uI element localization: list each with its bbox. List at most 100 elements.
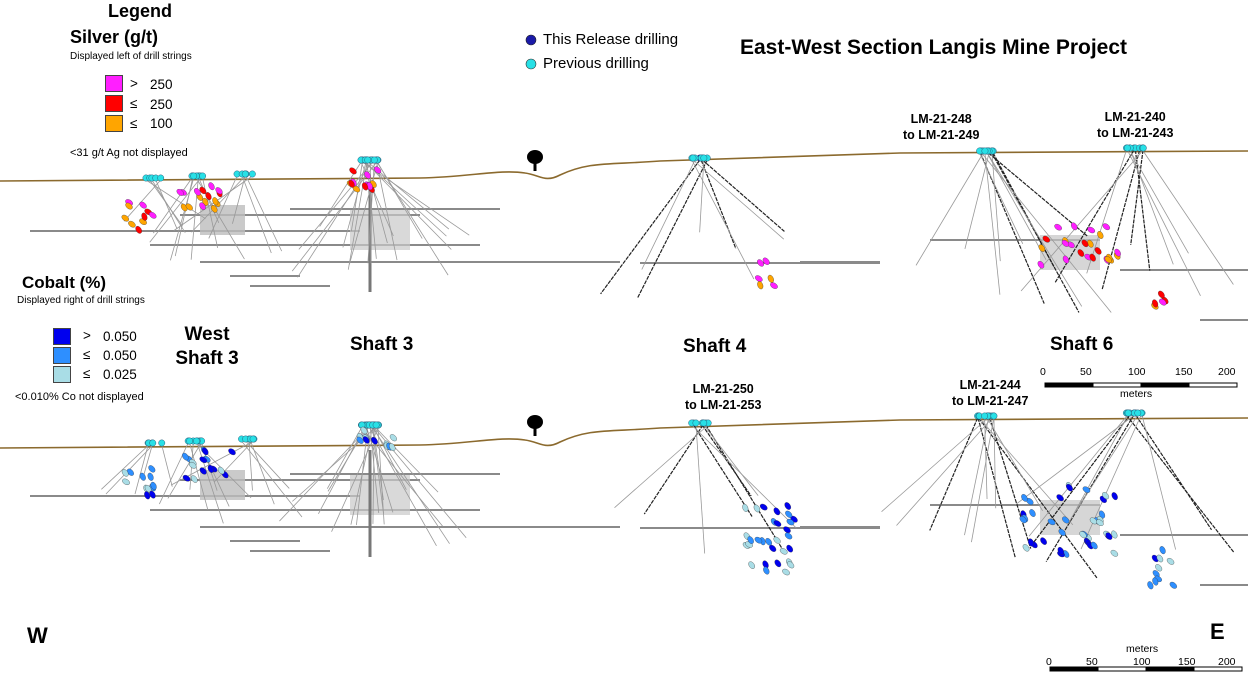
hole-label-lm-21-250: LM-21-250 to LM-21-253	[685, 381, 761, 413]
cobalt-assay-3-14	[786, 518, 795, 526]
cobalt-assay-4-38	[1029, 509, 1036, 517]
silver-assay-3-5	[762, 257, 770, 265]
upper-drill-trace-0-4	[123, 179, 162, 222]
silver-assay-4-2	[1077, 249, 1085, 257]
scale-upper-tick-50: 50	[1080, 366, 1092, 378]
topography-lower	[0, 417, 1248, 449]
tree-lower-crown	[527, 415, 543, 429]
upper-drill-trace-3-11	[298, 161, 373, 250]
cobalt-level-low-value: 0.025	[103, 367, 137, 382]
silver-swatch-mid	[105, 95, 123, 112]
cobalt-assay-4-6	[1056, 494, 1064, 502]
cobalt-assay-0-6	[148, 465, 156, 473]
silver-assay-0-3	[125, 202, 133, 210]
scale-bar-lower: meters 0 50 100 150 200	[1046, 643, 1246, 673]
cobalt-assay-0-2	[139, 472, 146, 481]
upper-drill-trace-5-7	[964, 152, 990, 249]
cobalt-assay-3-26	[747, 536, 754, 544]
upper-drill-trace-3-10	[362, 161, 470, 236]
upper-drill-trace-6-2	[1134, 149, 1151, 271]
upper-drill-trace-4-0	[600, 159, 701, 295]
upper-collar-1-3	[199, 172, 207, 180]
cobalt-assay-3-7	[784, 502, 791, 510]
cobalt-assay-3-12	[773, 507, 781, 516]
upper-drill-trace-3-9	[350, 161, 363, 232]
lower-drill-trace-0-0	[134, 444, 149, 495]
lower-drill-trace-5-3	[978, 417, 1098, 579]
upper-drill-trace-1-6	[152, 177, 193, 234]
scale-lower-tick-50: 50	[1086, 656, 1098, 668]
upper-drill-trace-4-7	[692, 159, 785, 240]
lower-drill-trace-5-0	[977, 417, 1016, 559]
hole-label-240-line1: LM-21-240	[1104, 110, 1166, 124]
upper-drill-trace-4-6	[699, 159, 705, 233]
lower-drill-trace-6-5	[1080, 414, 1142, 550]
silver-assay-3-3	[757, 281, 764, 290]
cobalt-assay-0-3	[147, 472, 154, 481]
cobalt-assay-3-22	[774, 559, 782, 568]
cobalt-assay-3-21	[753, 504, 761, 513]
hole-label-240-line2: to LM-21-243	[1097, 126, 1174, 140]
cobalt-assay-4-28	[1089, 517, 1098, 525]
upper-drill-trace-4-2	[637, 159, 708, 299]
scale-bar-upper: 0 50 100 150 200 meters	[1040, 366, 1240, 400]
scale-upper-tick-150: 150	[1175, 366, 1193, 378]
upper-collar-6-9	[1139, 144, 1147, 152]
cobalt-assay-0-11	[149, 490, 156, 499]
lower-drill-trace-3-11	[366, 426, 394, 513]
upper-drill-trace-1-7	[169, 177, 195, 261]
silver-assay-5-3	[1158, 290, 1165, 299]
lower-drill-trace-5-2	[989, 417, 1032, 549]
cobalt-swatch-mid	[53, 347, 71, 364]
lower-drill-trace-3-9	[279, 426, 370, 522]
silver-assay-1-10	[208, 182, 215, 191]
cobalt-assay-4-30	[1066, 483, 1073, 492]
lower-drill-trace-2-4	[250, 440, 275, 505]
lower-drill-trace-5-10	[993, 417, 997, 509]
cobalt-assay-4-24	[1021, 494, 1028, 502]
silver-assay-1-9	[212, 197, 219, 206]
lower-drill-trace-2-3	[245, 440, 290, 489]
lower-collar-5-10	[990, 412, 998, 420]
cobalt-assay-5-3	[1155, 564, 1163, 572]
silver-legend-title: Silver (g/t)	[70, 27, 159, 47]
lower-drill-trace-1-6	[196, 442, 224, 524]
cobalt-assay-5-6	[1147, 581, 1154, 590]
upper-drill-trace-6-7	[1126, 149, 1201, 297]
upper-drill-trace-1-2	[149, 177, 201, 243]
silver-assay-0-8	[139, 201, 147, 209]
previous-drilling-marker	[525, 58, 537, 70]
silver-level-mid-symbol: ≤	[130, 96, 138, 111]
silver-assay-0-7	[149, 211, 157, 219]
lower-drill-trace-5-8	[881, 417, 989, 512]
cobalt-assay-3-23	[785, 510, 793, 518]
lower-collar-2-5	[249, 435, 257, 443]
cobalt-assay-1-9	[182, 452, 189, 461]
silver-swatch-low	[105, 115, 123, 132]
cobalt-assay-4-33	[1062, 516, 1070, 524]
cobalt-assay-1-15	[207, 464, 214, 473]
lower-drill-trace-6-9	[1073, 414, 1139, 515]
lower-drill-trace-4-0	[643, 424, 704, 515]
lower-drill-trace-4-7	[703, 424, 759, 496]
scale-lower-tick-100: 100	[1133, 656, 1151, 668]
upper-drill-trace-0-2	[151, 179, 186, 233]
silver-assay-4-21	[1038, 244, 1046, 252]
cobalt-assay-4-29	[1102, 492, 1110, 500]
upper-drill-trace-4-1	[702, 159, 785, 232]
cobalt-assay-0-8	[121, 469, 129, 477]
upper-drill-trace-3-14	[376, 161, 423, 239]
lower-drill-trace-2-2	[248, 440, 253, 491]
legend-heading: Legend	[108, 1, 173, 21]
silver-assay-2-13	[361, 182, 369, 191]
cobalt-assay-3-27	[773, 520, 782, 527]
cobalt-assay-2-7	[356, 436, 364, 444]
shaft-label-west-line2: Shaft 3	[175, 348, 239, 369]
lower-drill-trace-5-1	[929, 417, 979, 531]
scale-lower-tick-150: 150	[1178, 656, 1196, 668]
cobalt-level-low-symbol: ≤	[83, 366, 91, 381]
silver-assay-4-8	[1087, 226, 1096, 234]
hole-label-244-line1: LM-21-244	[959, 378, 1021, 392]
upper-drill-trace-5-11	[984, 152, 1001, 295]
this-release-label: This Release drilling	[543, 31, 679, 48]
